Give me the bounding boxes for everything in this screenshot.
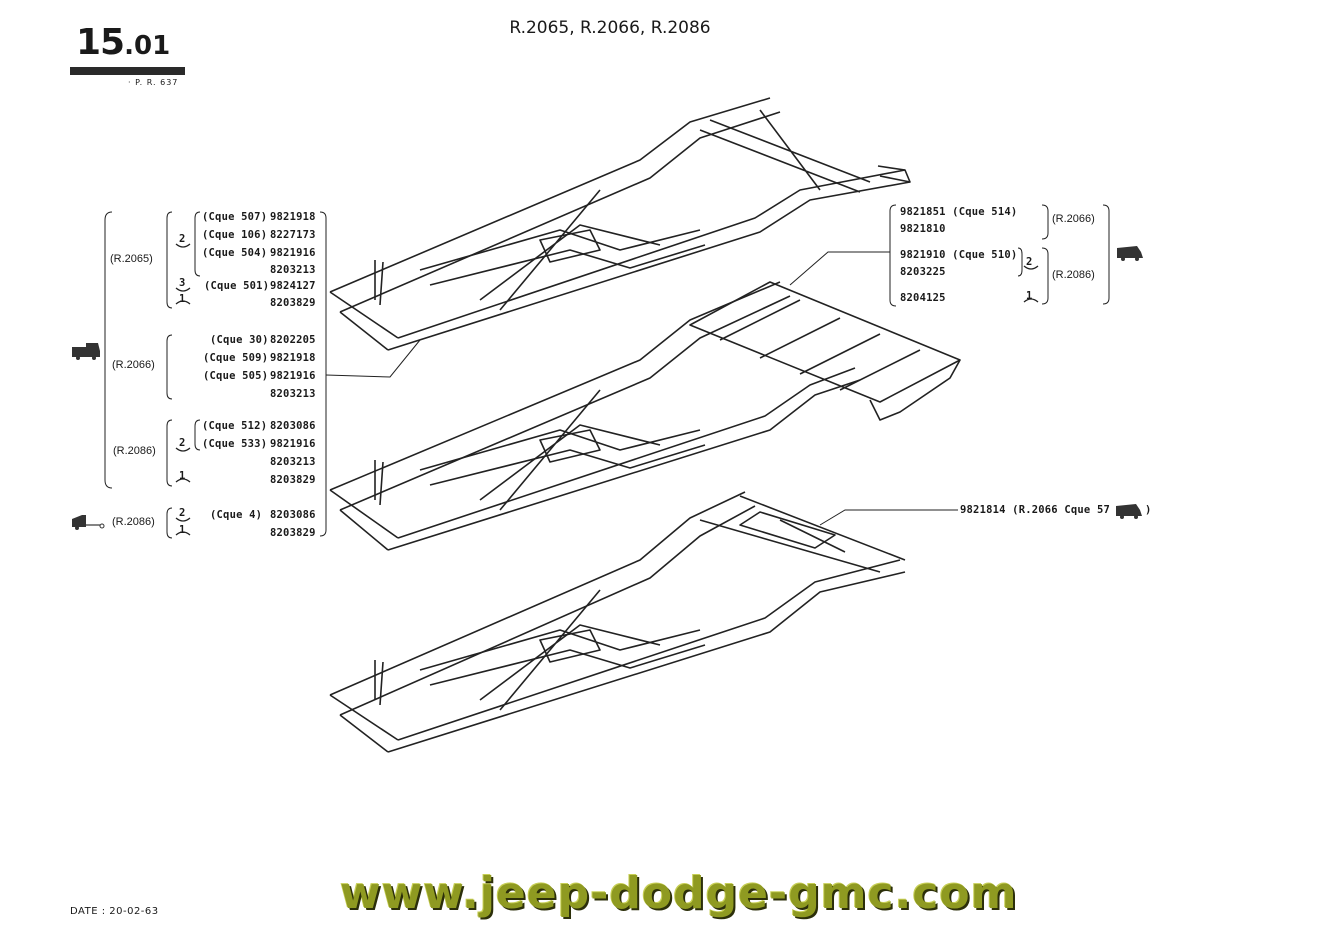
page-number: 15.01 (76, 22, 170, 63)
bracket-r2066 (166, 334, 173, 400)
bracket-right-left (889, 204, 897, 307)
chassis-frame-r2066-cque57 (329, 491, 906, 753)
bracket-right-inner (1017, 247, 1023, 277)
part-reference: 9821918 (270, 211, 316, 223)
part-cque-label: (Cque 30) (210, 334, 269, 346)
hand-up-icon (175, 447, 191, 452)
hand-down-icon (175, 478, 191, 483)
part-reference: 8203086 (270, 509, 316, 521)
trailer-icon (72, 515, 105, 530)
van-icon (1116, 504, 1142, 519)
part-cque-label: (Cque 106) (202, 229, 268, 241)
model-label-r2086: (R.2086) (113, 445, 156, 457)
bracket-van-outer (104, 211, 113, 489)
part-reference: 8203829 (270, 474, 316, 486)
part-reference: 8203225 (900, 266, 946, 278)
bracket-right-r2086 (1041, 247, 1049, 305)
part-reference: 8227173 (270, 229, 316, 241)
part-reference: 8202205 (270, 334, 316, 346)
bottom-callout-close: ) (1145, 504, 1152, 516)
leader-line-right (789, 251, 890, 286)
part-reference: 8204125 (900, 292, 946, 304)
part-cque-label: (Cque 507) (202, 211, 268, 223)
part-cque-label: (Cque 505) (203, 370, 269, 382)
page-number-sub: .01 (124, 31, 171, 61)
part-reference: 8203213 (270, 388, 316, 400)
part-cque-label: (Cque 4) (210, 509, 263, 521)
leader-line-left (325, 339, 421, 378)
part-reference: 8203086 (270, 420, 316, 432)
part-reference: 8203829 (270, 527, 316, 539)
part-reference: 8203829 (270, 297, 316, 309)
quantity-symbol: 3 (179, 277, 186, 289)
part-cque-label: (Cque 501) (204, 280, 270, 292)
part-reference: 9824127 (270, 280, 316, 292)
model-label-r2086-trailer: (R.2086) (112, 516, 155, 528)
bracket-right-common (319, 211, 327, 537)
bracket-r2065-inner (194, 211, 201, 277)
chassis-frame-r2065 (329, 97, 911, 351)
part-reference: 9821916 (270, 370, 316, 382)
watermark-url[interactable]: www.jeep-dodge-gmc.com (340, 868, 1018, 919)
part-reference: 9821910 (Cque 510) (900, 249, 1018, 261)
hand-down-icon (175, 531, 191, 536)
part-reference: 9821918 (270, 352, 316, 364)
chassis-frame-r2066 (329, 281, 961, 551)
bracket-right-outer (1102, 204, 1110, 305)
page-reference: · P. R. 637 (128, 78, 179, 87)
part-reference: 8203213 (270, 456, 316, 468)
hand-down-icon (1023, 298, 1039, 303)
hand-up-icon (1023, 265, 1039, 270)
quantity-symbol: 1 (179, 293, 186, 305)
part-cque-label: (Cque 512) (202, 420, 268, 432)
hand-down-icon (175, 300, 191, 305)
model-label-r2066-right: (R.2066) (1052, 213, 1095, 225)
part-reference: 9821916 (270, 438, 316, 450)
van-icon (1117, 246, 1143, 261)
page-number-main: 15 (76, 22, 125, 63)
quantity-symbol: 2 (179, 233, 186, 245)
model-label-r2065: (R.2065) (110, 253, 153, 265)
quantity-symbol: 1 (1026, 290, 1033, 302)
quantity-symbol: 2 (179, 437, 186, 449)
bracket-right-r2066 (1041, 204, 1049, 240)
bracket-r2086-trailer (166, 507, 173, 539)
part-cque-label: (Cque 533) (202, 438, 268, 450)
hand-up-icon (175, 517, 191, 522)
model-label-r2066: (R.2066) (112, 359, 155, 371)
bottom-callout-label: 9821814 (R.2066 Cque 57 (960, 504, 1110, 516)
hand-up-icon (175, 287, 191, 292)
model-label-r2086-right: (R.2086) (1052, 269, 1095, 281)
quantity-symbol: 1 (179, 524, 186, 536)
part-reference: 9821810 (900, 223, 946, 235)
part-reference: 8203213 (270, 264, 316, 276)
bracket-r2065 (166, 211, 173, 309)
quantity-symbol: 2 (1026, 256, 1033, 268)
part-cque-label: (Cque 504) (202, 247, 268, 259)
hand-up-icon (175, 243, 191, 248)
part-reference: 9821851 (Cque 514) (900, 206, 1018, 218)
page-number-underline (70, 67, 185, 75)
bracket-r2086-inner (194, 419, 201, 451)
bracket-r2086 (166, 419, 173, 487)
quantity-symbol: 1 (179, 470, 186, 482)
page-title: R.2065, R.2066, R.2086 (509, 18, 711, 38)
date-label: DATE : 20-02-63 (70, 906, 159, 917)
van-icon (72, 343, 100, 360)
part-cque-label: (Cque 509) (203, 352, 269, 364)
leader-line-bottom (819, 509, 958, 526)
part-reference: 9821916 (270, 247, 316, 259)
quantity-symbol: 2 (179, 507, 186, 519)
